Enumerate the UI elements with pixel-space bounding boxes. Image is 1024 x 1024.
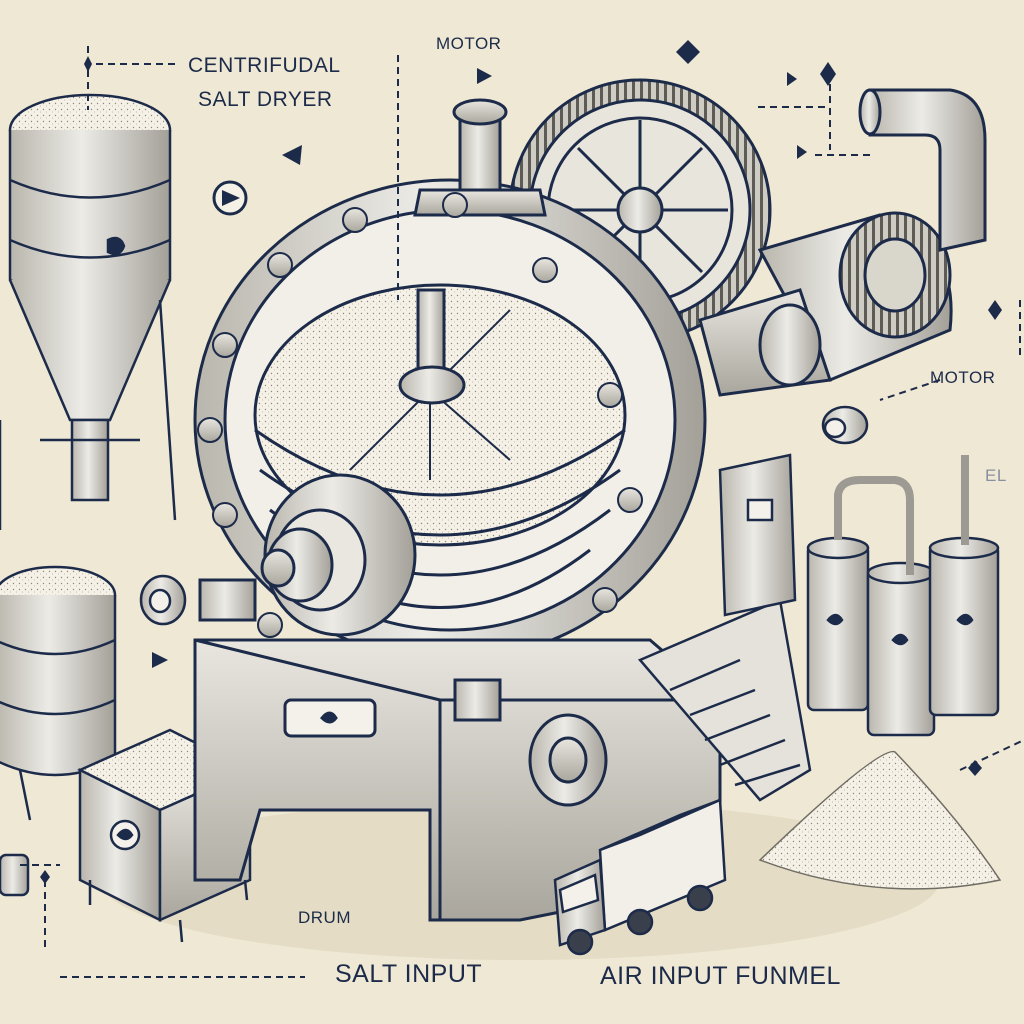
silo-bottom-left (0, 565, 117, 821)
small-coupling-right (821, 405, 869, 445)
label-air-input-funnel: AIR INPUT FUNMEL (600, 962, 841, 990)
arrow-marker-icon (152, 68, 807, 668)
label-motor-top: MOTOR (436, 34, 502, 53)
label-salt-input: SALT INPUT (335, 960, 483, 988)
control-cabinet (718, 453, 797, 617)
delivery-truck (553, 798, 727, 956)
small-gauge-bottom-left (0, 853, 30, 897)
machine-base (193, 578, 722, 922)
salt-pile (758, 750, 1002, 890)
motor-right (698, 211, 953, 397)
access-stairs (637, 598, 812, 802)
label-faded-right: EL (985, 466, 1007, 485)
small-pulley-left (139, 574, 187, 626)
front-pulley (260, 473, 417, 637)
dotted-leader-line (20, 46, 1024, 978)
diamond-marker-icon (40, 40, 1002, 884)
exhaust-pipe (858, 88, 987, 252)
silo-top-left (0, 93, 177, 530)
diagram-title-line-2: SALT DRYER (198, 88, 333, 111)
storage-tanks (806, 455, 1000, 737)
label-drum: DRUM (298, 908, 351, 927)
label-motor-right: MOTOR (930, 368, 996, 387)
diagram-title-line-1: CENTRIFUDAL (188, 54, 341, 77)
